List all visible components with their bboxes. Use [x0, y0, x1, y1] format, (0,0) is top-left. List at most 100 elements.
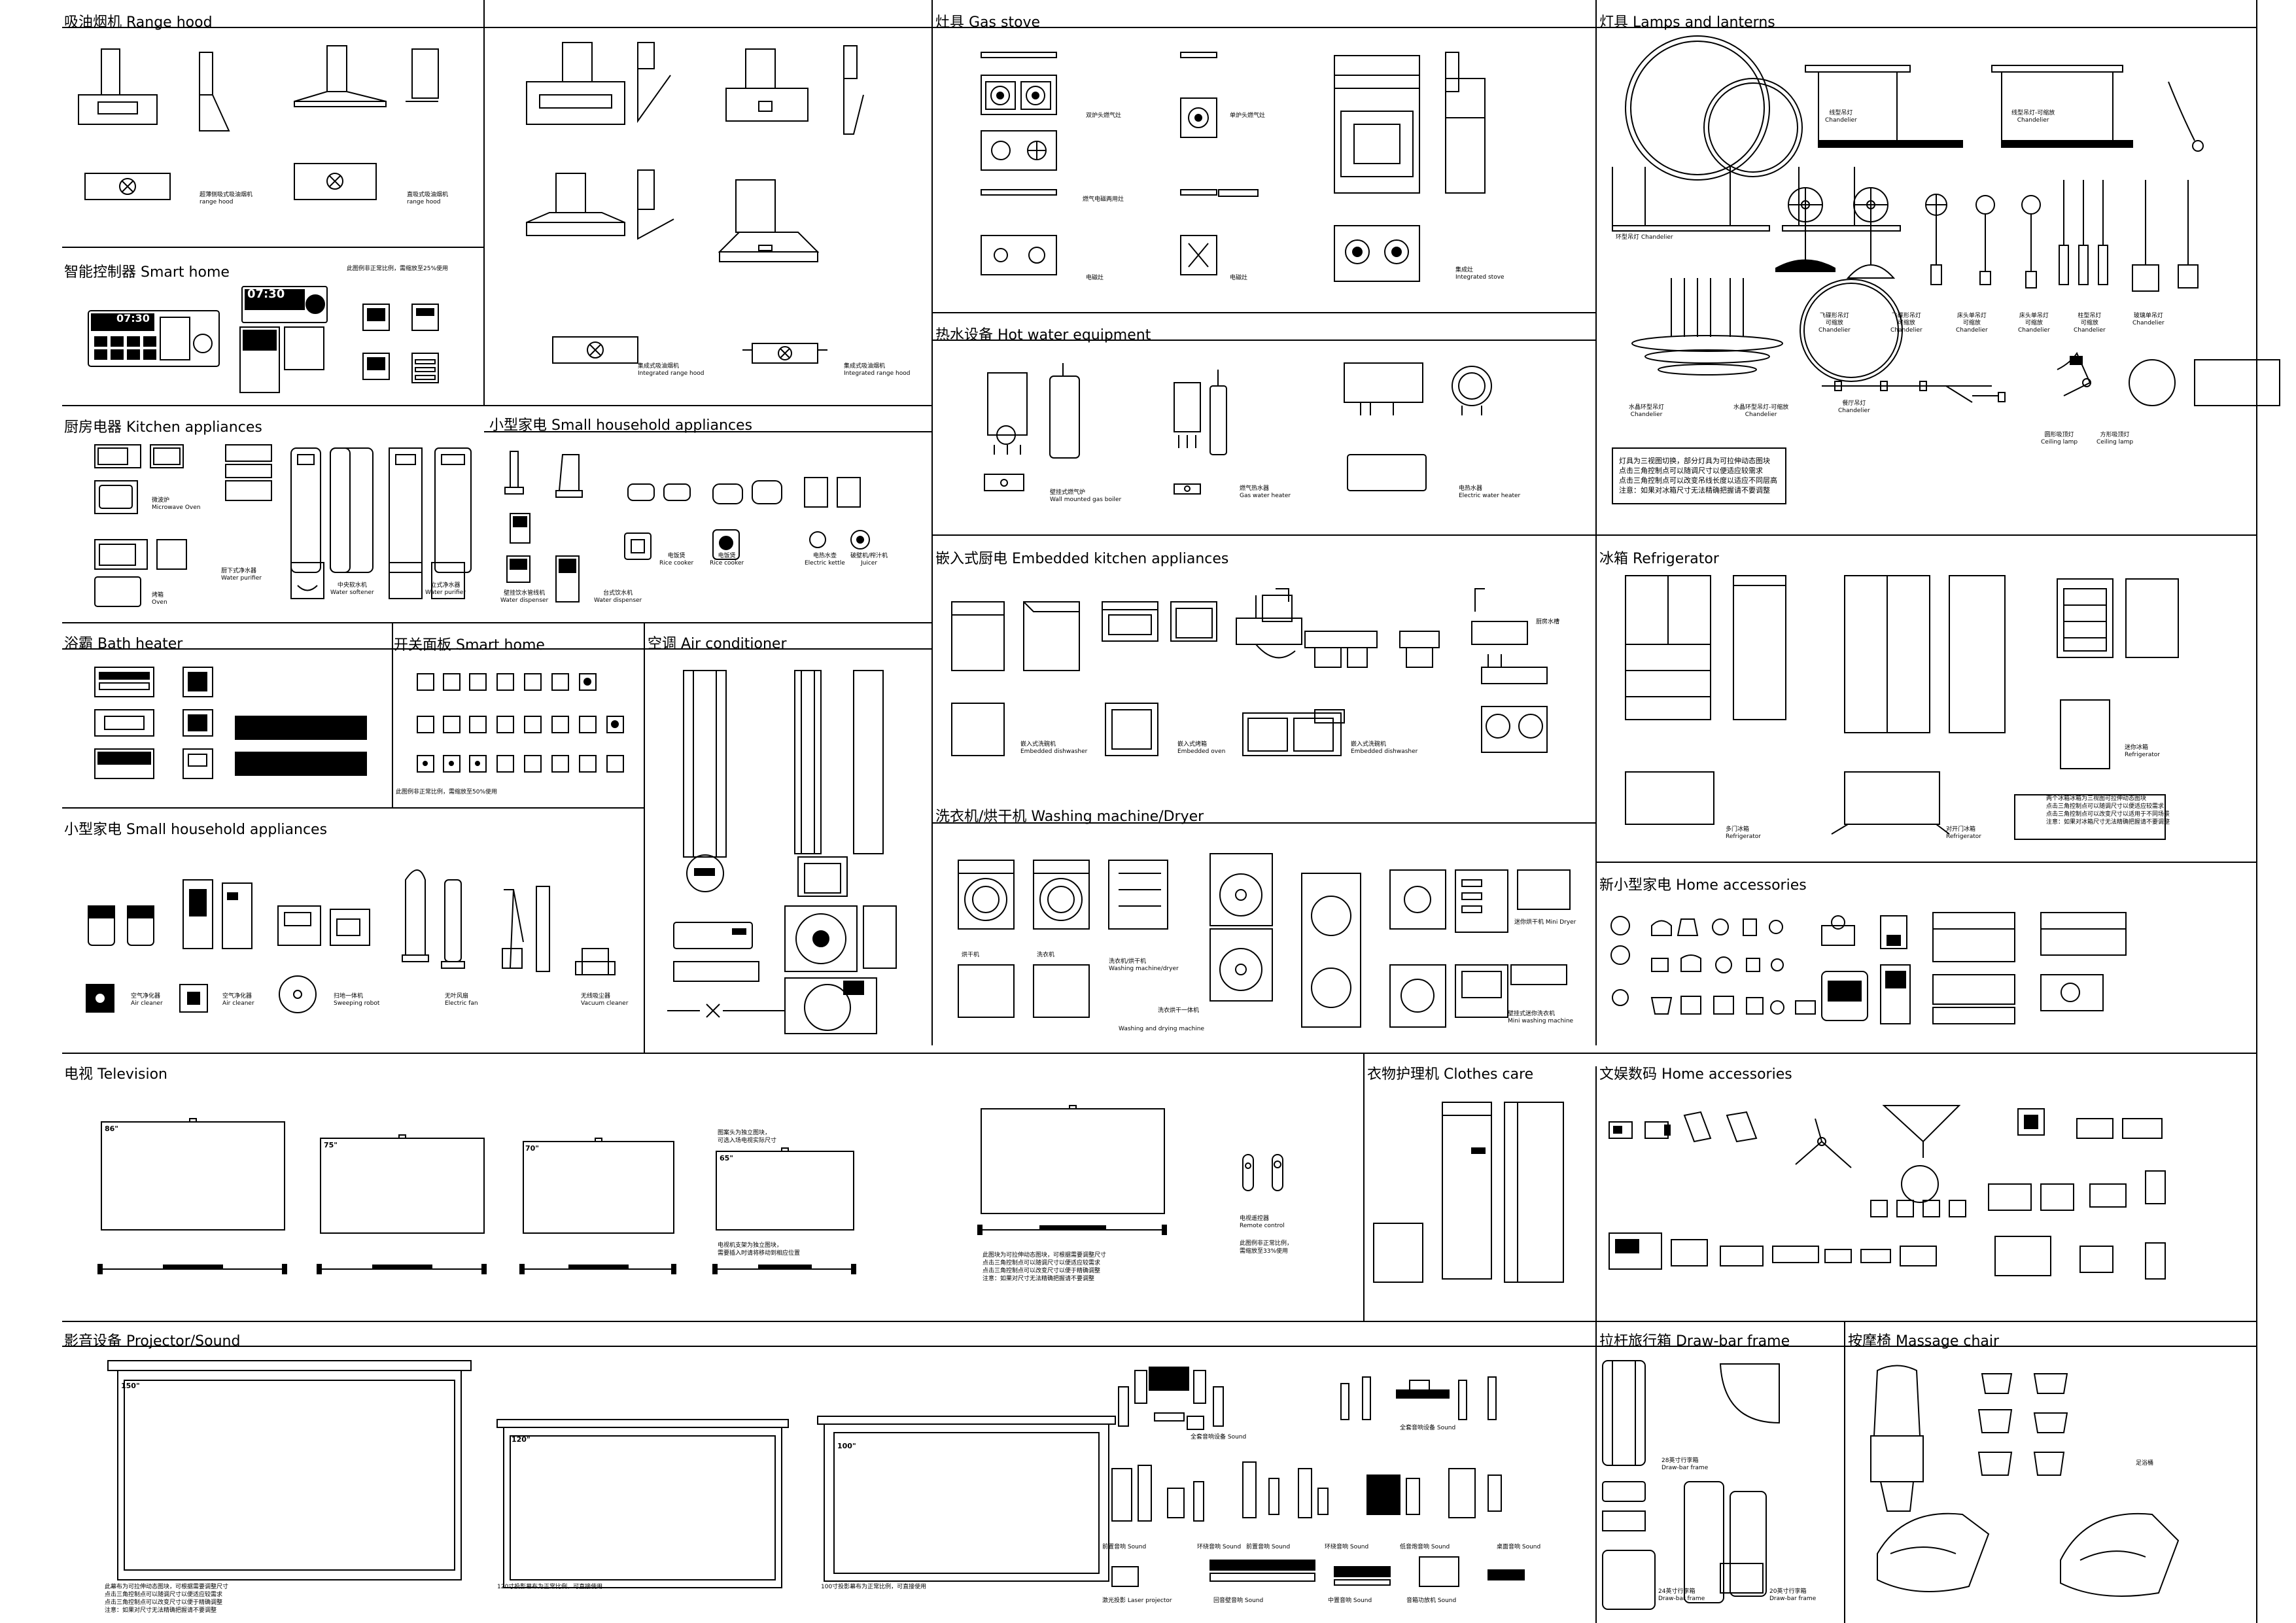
title-massage: 按摩椅 Massage chair [1848, 1333, 2000, 1350]
note-lamps-line: 灯具为三视图切换，部分灯具为可拉伸动态图块 [1619, 457, 1770, 465]
note-remote: 此图例非正常比例， 需缩放至33%使用 [1240, 1240, 1293, 1255]
note-lamps-line: 点击三角控制点可以随调尺寸以便适应较需求 [1619, 466, 1763, 475]
title-entertainment: 文娱数码 Home accessories [1599, 1066, 1792, 1083]
label-sound-2: 全套音响设备 Sound [1400, 1425, 1456, 1431]
switch-panel-icons [417, 673, 624, 773]
note-projector-150: 此幕布为可拉伸动态图块，可根据需要调整尺寸 点击三角控制点可以随调尺寸以便适应较… [105, 1583, 228, 1614]
projector-size-100: 100" [837, 1442, 856, 1450]
label-washing-2: 洗衣机 [1037, 952, 1055, 958]
note-tv-line: 点击三角控制点可以随调尺寸以便适应较需求 [983, 1260, 1101, 1266]
tv-size-86: 86" [105, 1125, 119, 1133]
note-fridge-line: 两个冰箱冰箱为三视图可拉伸动态图块 [2046, 795, 2147, 802]
smart-controller-icons [88, 286, 439, 393]
label-gas-stove-5: 电磁灶 [1230, 275, 1248, 281]
small-appliance-icons-1 [504, 451, 870, 602]
projector-size-150: 150" [121, 1382, 140, 1390]
clothes-care-icons [1373, 1102, 1564, 1283]
note-fridge-line: 点击三角控制点可以随调尺寸以便适应较需求 [2046, 803, 2165, 810]
note-tv-65: 图案头为独立图块， 可选入场电视实际尺寸 [718, 1129, 776, 1145]
home-accessory-icons [1610, 912, 2127, 1024]
note-refrigerator: 两个冰箱冰箱为三视图可拉伸动态图块 点击三角控制点可以随调尺寸以便适应较需求 点… [2046, 795, 2170, 826]
lamp-icons [1612, 35, 2280, 504]
hot-water-icons [984, 362, 1492, 495]
label-lamp-3: 环型吊灯 Chandelier [1616, 234, 1673, 241]
note-tv-line: 此图块为可拉伸动态图块，可根据需要调整尺寸 [983, 1252, 1107, 1259]
title-bath-heater: 浴霸 Bath heater [64, 636, 183, 652]
range-hood-icons [78, 45, 439, 200]
note-smart-home-ctrl: 此图例非正常比例，需缩放至25%使用 [347, 266, 449, 272]
note-projector-120: 120寸投影幕布为正常比例，可直接使用 [497, 1584, 603, 1590]
smart-panel-clock-2: 07:30 [247, 287, 285, 301]
title-kitchen-appliances: 厨房电器 Kitchen appliances [64, 419, 262, 436]
kitchen-appliance-icons [94, 444, 472, 607]
label-sound-1: 全套音响设备 Sound [1191, 1434, 1247, 1440]
smart-panel-clock: 07:30 [116, 312, 150, 324]
label-sound-5: 前置音响 Sound [1246, 1544, 1291, 1550]
title-air-conditioner: 空调 Air conditioner [648, 636, 787, 652]
label-sound-8: 桌面音响 Sound [1497, 1544, 1541, 1550]
label-sound-7: 低音炮音响 Sound [1400, 1544, 1450, 1550]
title-lamps: 灯具 Lamps and lanterns [1599, 14, 1775, 31]
title-television: 电视 Television [64, 1066, 167, 1083]
note-tv-line: 电视机支架为独立图块， [718, 1242, 783, 1249]
note-tv-line: 点击三角控制点可以改变尺寸以便于精确调整 [983, 1268, 1101, 1274]
massage-chair-icons [1870, 1365, 2180, 1597]
note-tv-line: 需要插入时请将移动到相应位置 [718, 1250, 801, 1257]
note-lamps-line: 点击三角控制点可以改变吊线长度以适应不同层高 [1619, 476, 1777, 485]
title-smart-home-controller: 智能控制器 Smart home [64, 264, 230, 281]
sound-system-icons [1111, 1367, 1525, 1587]
tv-size-70: 70" [525, 1144, 540, 1153]
note-projector-line: 此幕布为可拉伸动态图块，可根据需要调整尺寸 [105, 1584, 229, 1590]
note-tv-line: 图案头为独立图块， [718, 1130, 771, 1136]
note-fridge-line: 注意：如果对冰箱尺寸无法精确把握请不要调整 [2046, 819, 2170, 826]
label-gas-stove-2: 单炉头燃气灶 [1230, 113, 1266, 119]
bath-heater-icons [94, 667, 367, 779]
title-small-appliances-2: 小型家电 Small household appliances [64, 822, 328, 838]
label-sound-12: 音箱功放机 Sound [1406, 1597, 1457, 1604]
projector-size-120: 120" [512, 1435, 531, 1444]
title-switch-panel: 开关面板 Smart home [394, 637, 545, 654]
gas-stove-icons [981, 52, 1486, 282]
air-conditioner-icons [667, 670, 897, 1034]
label-washing-1: 烘干机 [962, 952, 980, 958]
title-refrigerator: 冰箱 Refrigerator [1599, 551, 1719, 567]
embedded-kitchen-icons [951, 588, 1548, 756]
note-remote-line: 此图例非正常比例， [1240, 1240, 1293, 1247]
note-projector-100: 100寸投影幕布为正常比例，可直接使用 [821, 1584, 927, 1590]
washing-machine-icons [958, 853, 1571, 1028]
label-massage-1: 足浴桶 [2136, 1460, 2154, 1467]
entertainment-icons [1609, 1105, 2166, 1280]
title-small-appliances-1: 小型家电 Small household appliances [489, 417, 753, 434]
television-icons [97, 1105, 1283, 1274]
